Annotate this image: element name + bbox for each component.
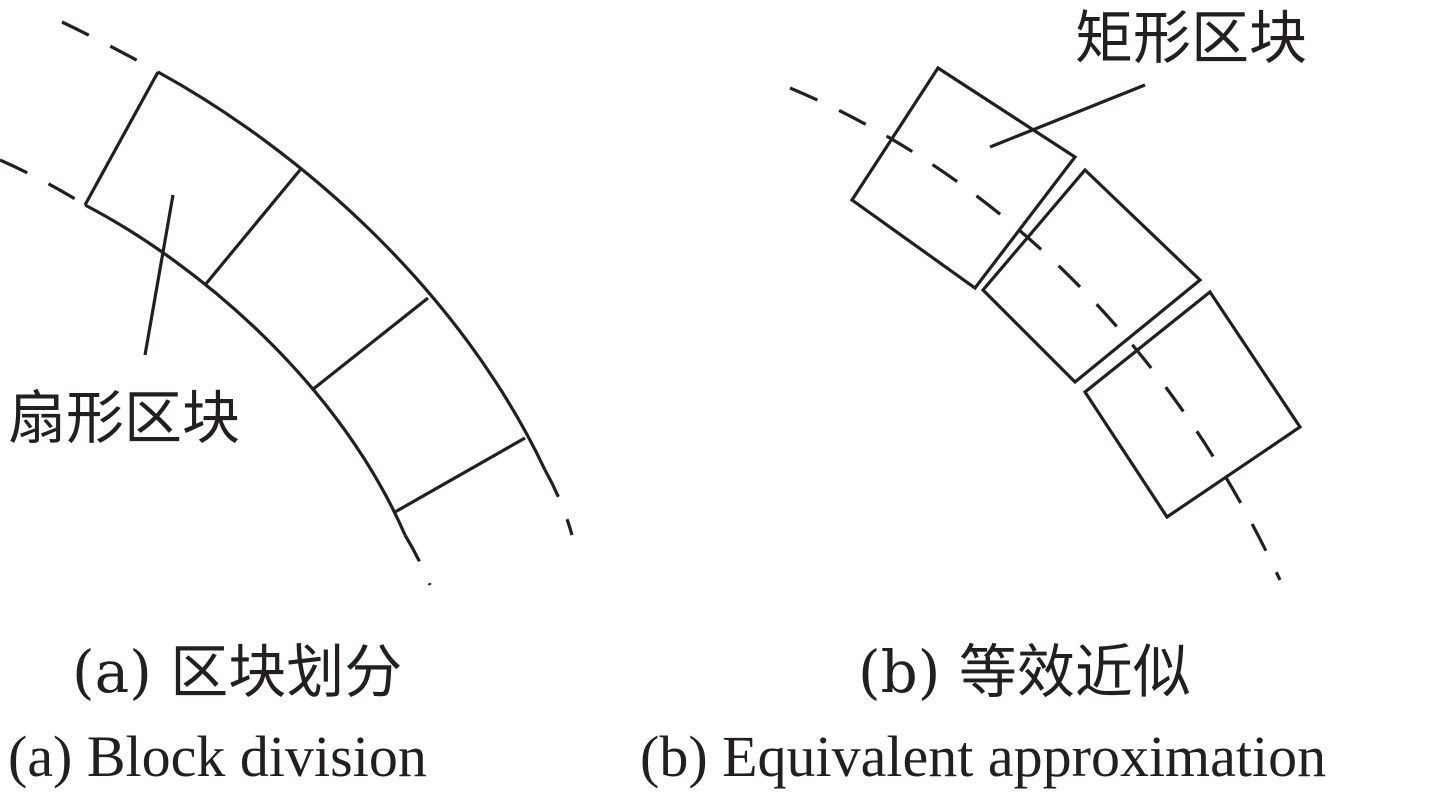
sector-divider-1 bbox=[83, 71, 160, 206]
outer-arc-dashed-end bbox=[543, 469, 574, 536]
rect-block-1 bbox=[849, 65, 1078, 291]
inner-arc-dashed-start bbox=[0, 158, 86, 207]
outer-arc bbox=[157, 70, 547, 471]
inner-arc-dashed-end bbox=[403, 534, 432, 586]
sector-divider-4 bbox=[394, 436, 526, 514]
sector-block-label: 扇形区块 bbox=[8, 384, 240, 452]
sector-divider-2 bbox=[203, 168, 302, 287]
rect-block-3 bbox=[1082, 289, 1303, 520]
centre-arc-dashed bbox=[789, 86, 1282, 581]
rect-block-2 bbox=[980, 167, 1203, 385]
rect-block-label: 矩形区块 bbox=[1075, 4, 1307, 72]
sector-block-leader-line bbox=[143, 194, 175, 356]
rect-block-leader-line bbox=[989, 83, 1146, 149]
panel-a-block-division: 扇形区块 bbox=[0, 20, 574, 586]
caption-a-zh: (a) 区块划分 bbox=[72, 638, 402, 706]
outer-arc-dashed-start bbox=[61, 20, 159, 74]
caption-b-en: (b) Equivalent approximation bbox=[640, 724, 1326, 789]
caption-b-zh: (b) 等效近似 bbox=[858, 638, 1191, 706]
panel-b-equivalent-approximation: 矩形区块 bbox=[789, 4, 1307, 581]
sector-divider-3 bbox=[311, 296, 429, 392]
caption-a-en: (a) Block division bbox=[8, 724, 427, 789]
inner-arc bbox=[84, 203, 407, 536]
